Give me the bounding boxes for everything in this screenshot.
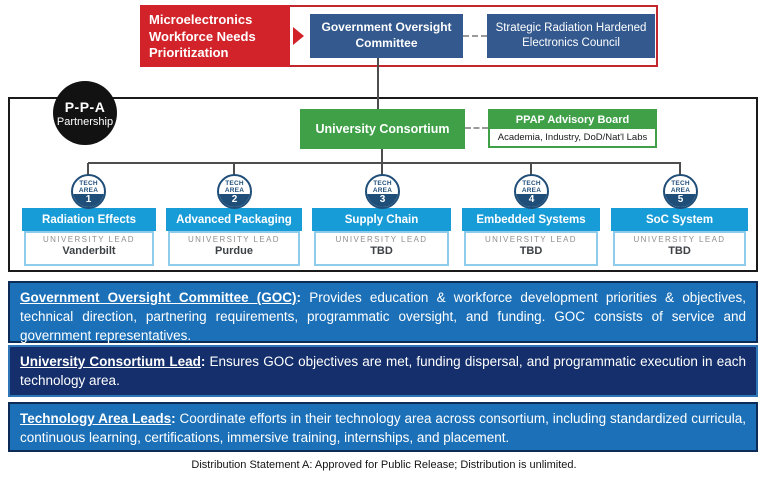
tech-area-2-number: 2 xyxy=(219,194,250,207)
tech-area-2-lead-label: UNIVERSITY LEAD xyxy=(188,235,280,244)
tech-area-2-lead: Purdue xyxy=(215,245,253,257)
ppap-advisory-board-title: PPAP Advisory Board xyxy=(490,111,655,129)
right-arrow-icon xyxy=(293,27,304,45)
srhec-label: Strategic Radiation Hardened Electronics… xyxy=(495,21,647,49)
ppa-badge-subtitle: Partnership xyxy=(56,115,114,128)
tech-area-3-title: Supply Chain xyxy=(312,208,451,231)
tech-area-leads-heading: Technology Area Leads xyxy=(20,411,172,426)
consortium-ppap-dashed-connector xyxy=(465,127,488,129)
goc-description-heading: Government Oversight Committee (GOC) xyxy=(20,290,297,305)
consortium-lead-heading: University Consortium Lead xyxy=(20,354,201,369)
tech-badge-line1: TECH xyxy=(79,179,98,187)
tech-area-5-lead: TBD xyxy=(668,245,691,257)
tech-area-1-connector xyxy=(87,163,89,176)
tech-area-5-box: SoC System UNIVERSITY LEAD TBD xyxy=(611,208,748,266)
workforce-needs-box: Microelectronics Workforce Needs Priorit… xyxy=(140,5,290,67)
tech-area-5-lead-label: UNIVERSITY LEAD xyxy=(633,235,726,244)
consortium-lead-body: Ensures GOC objectives are met, funding … xyxy=(20,354,746,389)
tech-area-3-connector xyxy=(381,163,383,176)
university-consortium-label: University Consortium xyxy=(315,121,450,136)
tech-badge-line2: AREA xyxy=(521,186,542,194)
tech-area-leads-body: Coordinate efforts in their technology a… xyxy=(20,411,746,446)
tech-area-5-title: SoC System xyxy=(611,208,748,231)
tech-badge-line2: AREA xyxy=(372,186,393,194)
tech-area-4-lead-label: UNIVERSITY LEAD xyxy=(485,235,577,244)
tech-area-4-number: 4 xyxy=(516,194,547,207)
tech-area-4-connector xyxy=(530,163,532,176)
distribution-statement: Distribution Statement A: Approved for P… xyxy=(191,459,577,471)
tech-badge-line2: AREA xyxy=(670,186,691,194)
consortium-stem-connector xyxy=(381,148,383,163)
tech-badge-line1: TECH xyxy=(225,179,244,187)
partnership-frame xyxy=(8,97,758,272)
tech-badge-line1: TECH xyxy=(373,179,392,187)
tech-area-1-lead: Vanderbilt xyxy=(62,245,116,257)
tech-area-1-box: Radiation Effects UNIVERSITY LEAD Vander… xyxy=(22,208,156,266)
tech-badge-line1: TECH xyxy=(671,179,690,187)
university-consortium-box: University Consortium xyxy=(300,109,465,149)
tech-area-4-box: Embedded Systems UNIVERSITY LEAD TBD xyxy=(462,208,600,266)
tech-area-leads-description-block: Technology Area Leads: Coordinate effort… xyxy=(8,402,758,452)
goc-description-body: Provides education & workforce developme… xyxy=(20,290,747,344)
tech-area-4-title: Embedded Systems xyxy=(462,208,600,231)
tech-area-2-box: Advanced Packaging UNIVERSITY LEAD Purdu… xyxy=(166,208,302,266)
tech-area-1-number: 1 xyxy=(73,194,104,207)
tech-badge-line2: AREA xyxy=(78,186,99,194)
tech-area-3-lead-label: UNIVERSITY LEAD xyxy=(335,235,428,244)
tech-area-5-number: 5 xyxy=(665,194,696,207)
ppap-advisory-board-members: Academia, Industry, DoD/Nat'l Labs xyxy=(490,129,655,146)
tech-area-4-lead: TBD xyxy=(519,245,543,257)
tech-area-5-connector xyxy=(679,163,681,176)
government-oversight-committee-box: Government Oversight Committee xyxy=(310,14,463,58)
goc-description-block: Government Oversight Committee (GOC): Pr… xyxy=(8,281,758,343)
goc-label: Government Oversight Committee xyxy=(321,20,452,50)
ppa-partnership-badge: P-P-A Partnership xyxy=(53,81,117,145)
tech-area-3-box: Supply Chain UNIVERSITY LEAD TBD xyxy=(312,208,451,266)
tech-area-3-number: 3 xyxy=(367,194,398,207)
tech-area-3-lead: TBD xyxy=(370,245,393,257)
ppa-badge-title: P-P-A xyxy=(64,98,106,115)
workforce-needs-label: Microelectronics Workforce Needs Priorit… xyxy=(149,12,256,61)
tech-badge-line2: AREA xyxy=(224,186,245,194)
tech-area-1-lead-label: UNIVERSITY LEAD xyxy=(43,235,135,244)
tech-badge-line1: TECH xyxy=(522,179,541,187)
goc-srhec-dashed-connector xyxy=(463,35,487,37)
tech-area-2-connector xyxy=(233,163,235,176)
goc-to-consortium-connector xyxy=(377,58,379,110)
tech-area-1-title: Radiation Effects xyxy=(22,208,156,231)
consortium-lead-description-block: University Consortium Lead: Ensures GOC … xyxy=(8,345,758,397)
ppap-advisory-board-box: PPAP Advisory Board Academia, Industry, … xyxy=(488,109,657,148)
tech-area-2-title: Advanced Packaging xyxy=(166,208,302,231)
tech-areas-horizontal-connector xyxy=(88,162,681,164)
strategic-radiation-council-box: Strategic Radiation Hardened Electronics… xyxy=(487,14,655,58)
